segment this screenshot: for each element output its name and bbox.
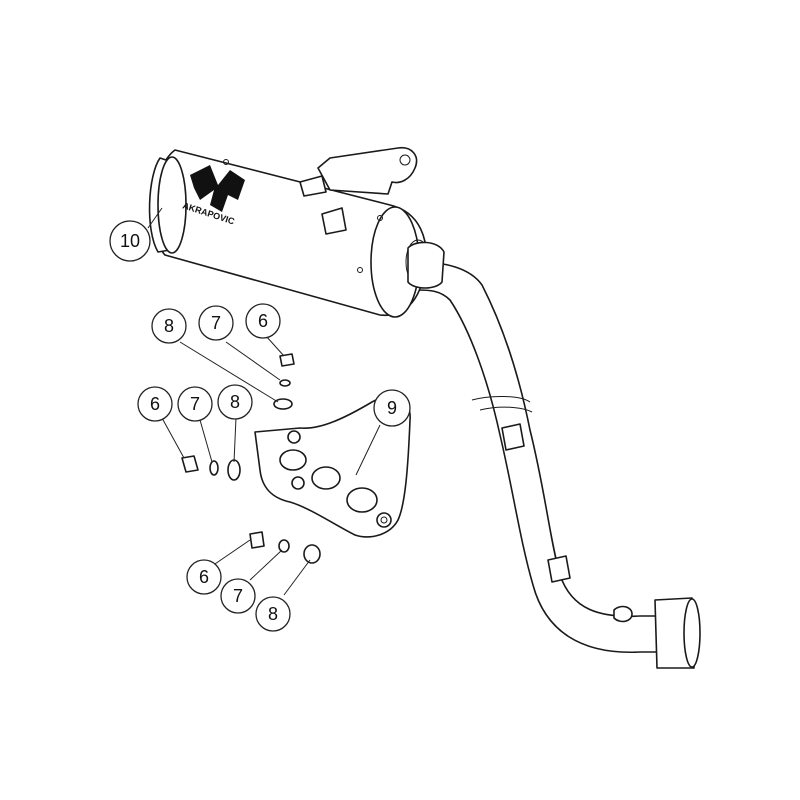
callout-7-left: 7	[177, 386, 213, 422]
leader-lines	[147, 207, 381, 596]
callout-6-top: 6	[245, 303, 281, 339]
svg-text:6: 6	[258, 311, 268, 331]
link-pipe	[417, 261, 701, 669]
bolt-icon	[181, 455, 199, 473]
svg-text:10: 10	[120, 231, 140, 251]
lock-washer-icon	[209, 460, 219, 476]
fastener-set-bottom	[249, 531, 321, 564]
callout-8-bottom: 8	[255, 596, 291, 632]
svg-text:6: 6	[150, 394, 160, 414]
svg-text:8: 8	[268, 604, 278, 624]
callout-8-top: 8	[151, 308, 187, 344]
callout-7-top: 7	[198, 305, 234, 341]
heat-shield	[254, 395, 411, 538]
bolt-icon	[249, 531, 265, 549]
svg-text:7: 7	[233, 586, 243, 606]
lock-washer-icon	[279, 379, 291, 387]
callout-6-bottom: 6	[186, 559, 222, 595]
svg-text:8: 8	[230, 392, 240, 412]
svg-text:7: 7	[211, 313, 221, 333]
callout-8-left: 8	[217, 384, 253, 420]
svg-text:7: 7	[190, 394, 200, 414]
callout-7-bottom: 7	[220, 578, 256, 614]
lock-washer-icon	[278, 539, 290, 553]
washer-icon	[303, 544, 321, 564]
callout-9: 9	[373, 389, 411, 427]
bolt-icon	[279, 353, 295, 367]
svg-text:8: 8	[164, 316, 174, 336]
callout-10: 10	[109, 220, 151, 262]
brand-logo-icon	[190, 165, 245, 212]
fastener-set-left	[181, 455, 241, 481]
washer-icon	[273, 398, 293, 410]
svg-text:6: 6	[199, 567, 209, 587]
callout-6-left: 6	[137, 386, 173, 422]
muffler-silencer: AKRAPOVIC	[148, 146, 445, 318]
svg-text:9: 9	[387, 398, 397, 418]
fastener-set-top	[273, 353, 295, 410]
washer-icon	[227, 459, 241, 481]
